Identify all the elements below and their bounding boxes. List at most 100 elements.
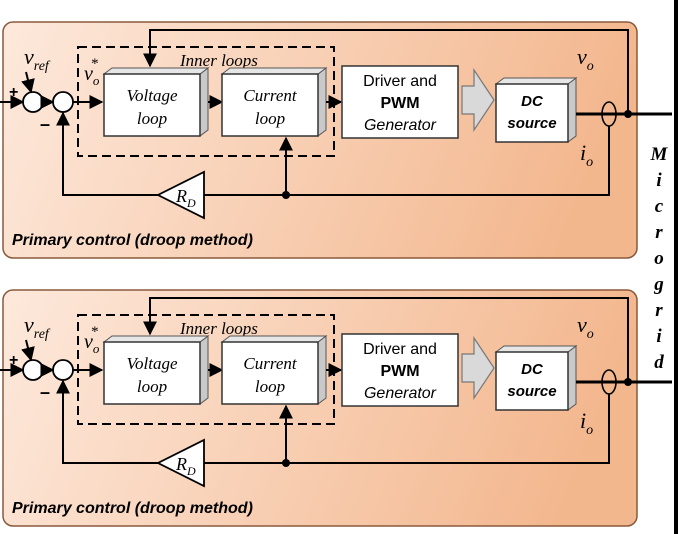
vref-label: vref	[24, 312, 51, 342]
dc-source-line-2: source	[507, 115, 556, 132]
dc-source-face	[495, 351, 569, 411]
droop-feedback-line	[56, 379, 158, 464]
current-loop-face	[221, 73, 319, 137]
current-loop-block: Current loop	[220, 67, 328, 137]
dc-source-face	[495, 83, 569, 143]
droop-gain-triangle	[155, 170, 205, 220]
driver-line-2: PWM	[380, 95, 419, 112]
driver-pwm-face	[341, 333, 459, 407]
voltage-loop-shade	[199, 67, 209, 137]
current-loop-shade	[317, 67, 327, 137]
primary-control-panel: Inner loops vref vo* + – Voltage loop	[0, 21, 672, 259]
bus-label-bg	[648, 296, 670, 320]
driver-line-1: Driver and	[363, 73, 437, 90]
driver-line-2: PWM	[380, 363, 419, 380]
summing-junction-1	[22, 359, 44, 381]
dc-source-line-1: DC	[521, 93, 544, 110]
bus-label-bg	[648, 166, 670, 190]
io-label: io	[580, 140, 593, 170]
current-feedback-line	[286, 394, 610, 464]
bus-label-letter: r	[655, 300, 663, 321]
vref-arrow	[21, 339, 35, 362]
bus-label-letter: o	[654, 248, 664, 269]
vo-star-label: vo*	[84, 324, 100, 356]
voltage-loop-top-shade	[102, 67, 210, 75]
driver-line-1: Driver and	[363, 341, 437, 358]
voltage-loop-line-1: Voltage	[127, 354, 178, 373]
minus-sign: –	[40, 382, 50, 402]
current-loop-top-shade	[220, 67, 328, 75]
droop-gain-triangle	[155, 438, 205, 488]
plus-sign: +	[9, 84, 18, 101]
bus-label-bg	[648, 244, 670, 268]
block-arrow	[461, 68, 495, 132]
bus-label-letter: r	[655, 222, 663, 243]
dc-source-block: DC source	[494, 77, 578, 143]
droop-feedback-line	[56, 111, 158, 196]
current-loop-line-1: Current	[243, 86, 297, 105]
current-loop-line-1: Current	[243, 354, 297, 373]
current-loop-face	[221, 341, 319, 405]
voltage-feedback-line	[143, 297, 629, 382]
minus-sign: –	[40, 114, 50, 134]
vo-label: vo	[577, 44, 594, 74]
dc-source-top-shade	[494, 345, 578, 353]
bus-label-bg	[648, 270, 670, 294]
dc-source-line-2: source	[507, 383, 556, 400]
vo-star-label: vo*	[84, 56, 100, 88]
voltage-loop-line-2: loop	[137, 377, 167, 396]
panel-title: Primary control (droop method)	[12, 500, 253, 517]
dc-source-shade	[567, 77, 577, 143]
current-loop-block: Current loop	[220, 335, 328, 405]
voltage-loop-line-1: Voltage	[127, 86, 178, 105]
bus-label-bg	[648, 218, 670, 242]
current-loop-top-shade	[220, 335, 328, 343]
voltage-loop-block: Voltage loop	[102, 335, 210, 405]
summing-junction-2	[52, 91, 74, 113]
inner-loops-label: Inner loops	[179, 51, 258, 70]
bus-label-bg	[648, 192, 670, 216]
voltage-feedback-line	[143, 29, 629, 114]
bus-label-letter: g	[653, 274, 664, 295]
bus-label-bg	[648, 322, 670, 346]
block-arrow	[461, 336, 495, 400]
vo-label: vo	[577, 312, 594, 342]
summing-junction-1	[22, 91, 44, 113]
voltage-loop-block: Voltage loop	[102, 67, 210, 137]
voltage-loop-face	[103, 73, 201, 137]
dc-source-top-shade	[494, 77, 578, 85]
bus-label-letter: c	[655, 196, 664, 217]
driver-line-3: Generator	[364, 385, 437, 402]
bus-label-letter: i	[656, 326, 662, 347]
bus-label-letter: M	[650, 144, 669, 165]
plus-sign: +	[9, 352, 18, 369]
bus-label-bg	[648, 348, 670, 372]
droop-gain-label: RD	[175, 186, 196, 210]
dc-source-block: DC source	[494, 345, 578, 411]
driver-pwm-block: Driver and PWM Generator	[341, 333, 459, 407]
io-label: io	[580, 408, 593, 438]
bus-label-letter: d	[654, 352, 664, 373]
vref-label: vref	[24, 44, 51, 74]
summing-junction-2	[52, 359, 74, 381]
voltage-loop-face	[103, 341, 201, 405]
droop-gain-label: RD	[175, 454, 196, 478]
current-loop-shade	[317, 335, 327, 405]
voltage-loop-shade	[199, 335, 209, 405]
inner-loops-label: Inner loops	[179, 319, 258, 338]
dc-source-line-1: DC	[521, 361, 544, 378]
driver-pwm-block: Driver and PWM Generator	[341, 65, 459, 139]
current-loop-line-2: loop	[255, 377, 285, 396]
current-loop-line-2: loop	[255, 109, 285, 128]
panel-title: Primary control (droop method)	[12, 232, 253, 249]
voltage-loop-line-2: loop	[137, 109, 167, 128]
bus-label-letter: i	[656, 170, 662, 191]
primary-control-panel: Inner loops vref vo* + – Voltage loop	[0, 289, 672, 527]
bus-label-bg	[648, 140, 670, 164]
driver-pwm-face	[341, 65, 459, 139]
driver-line-3: Generator	[364, 117, 437, 134]
voltage-loop-top-shade	[102, 335, 210, 343]
dc-source-shade	[567, 345, 577, 411]
